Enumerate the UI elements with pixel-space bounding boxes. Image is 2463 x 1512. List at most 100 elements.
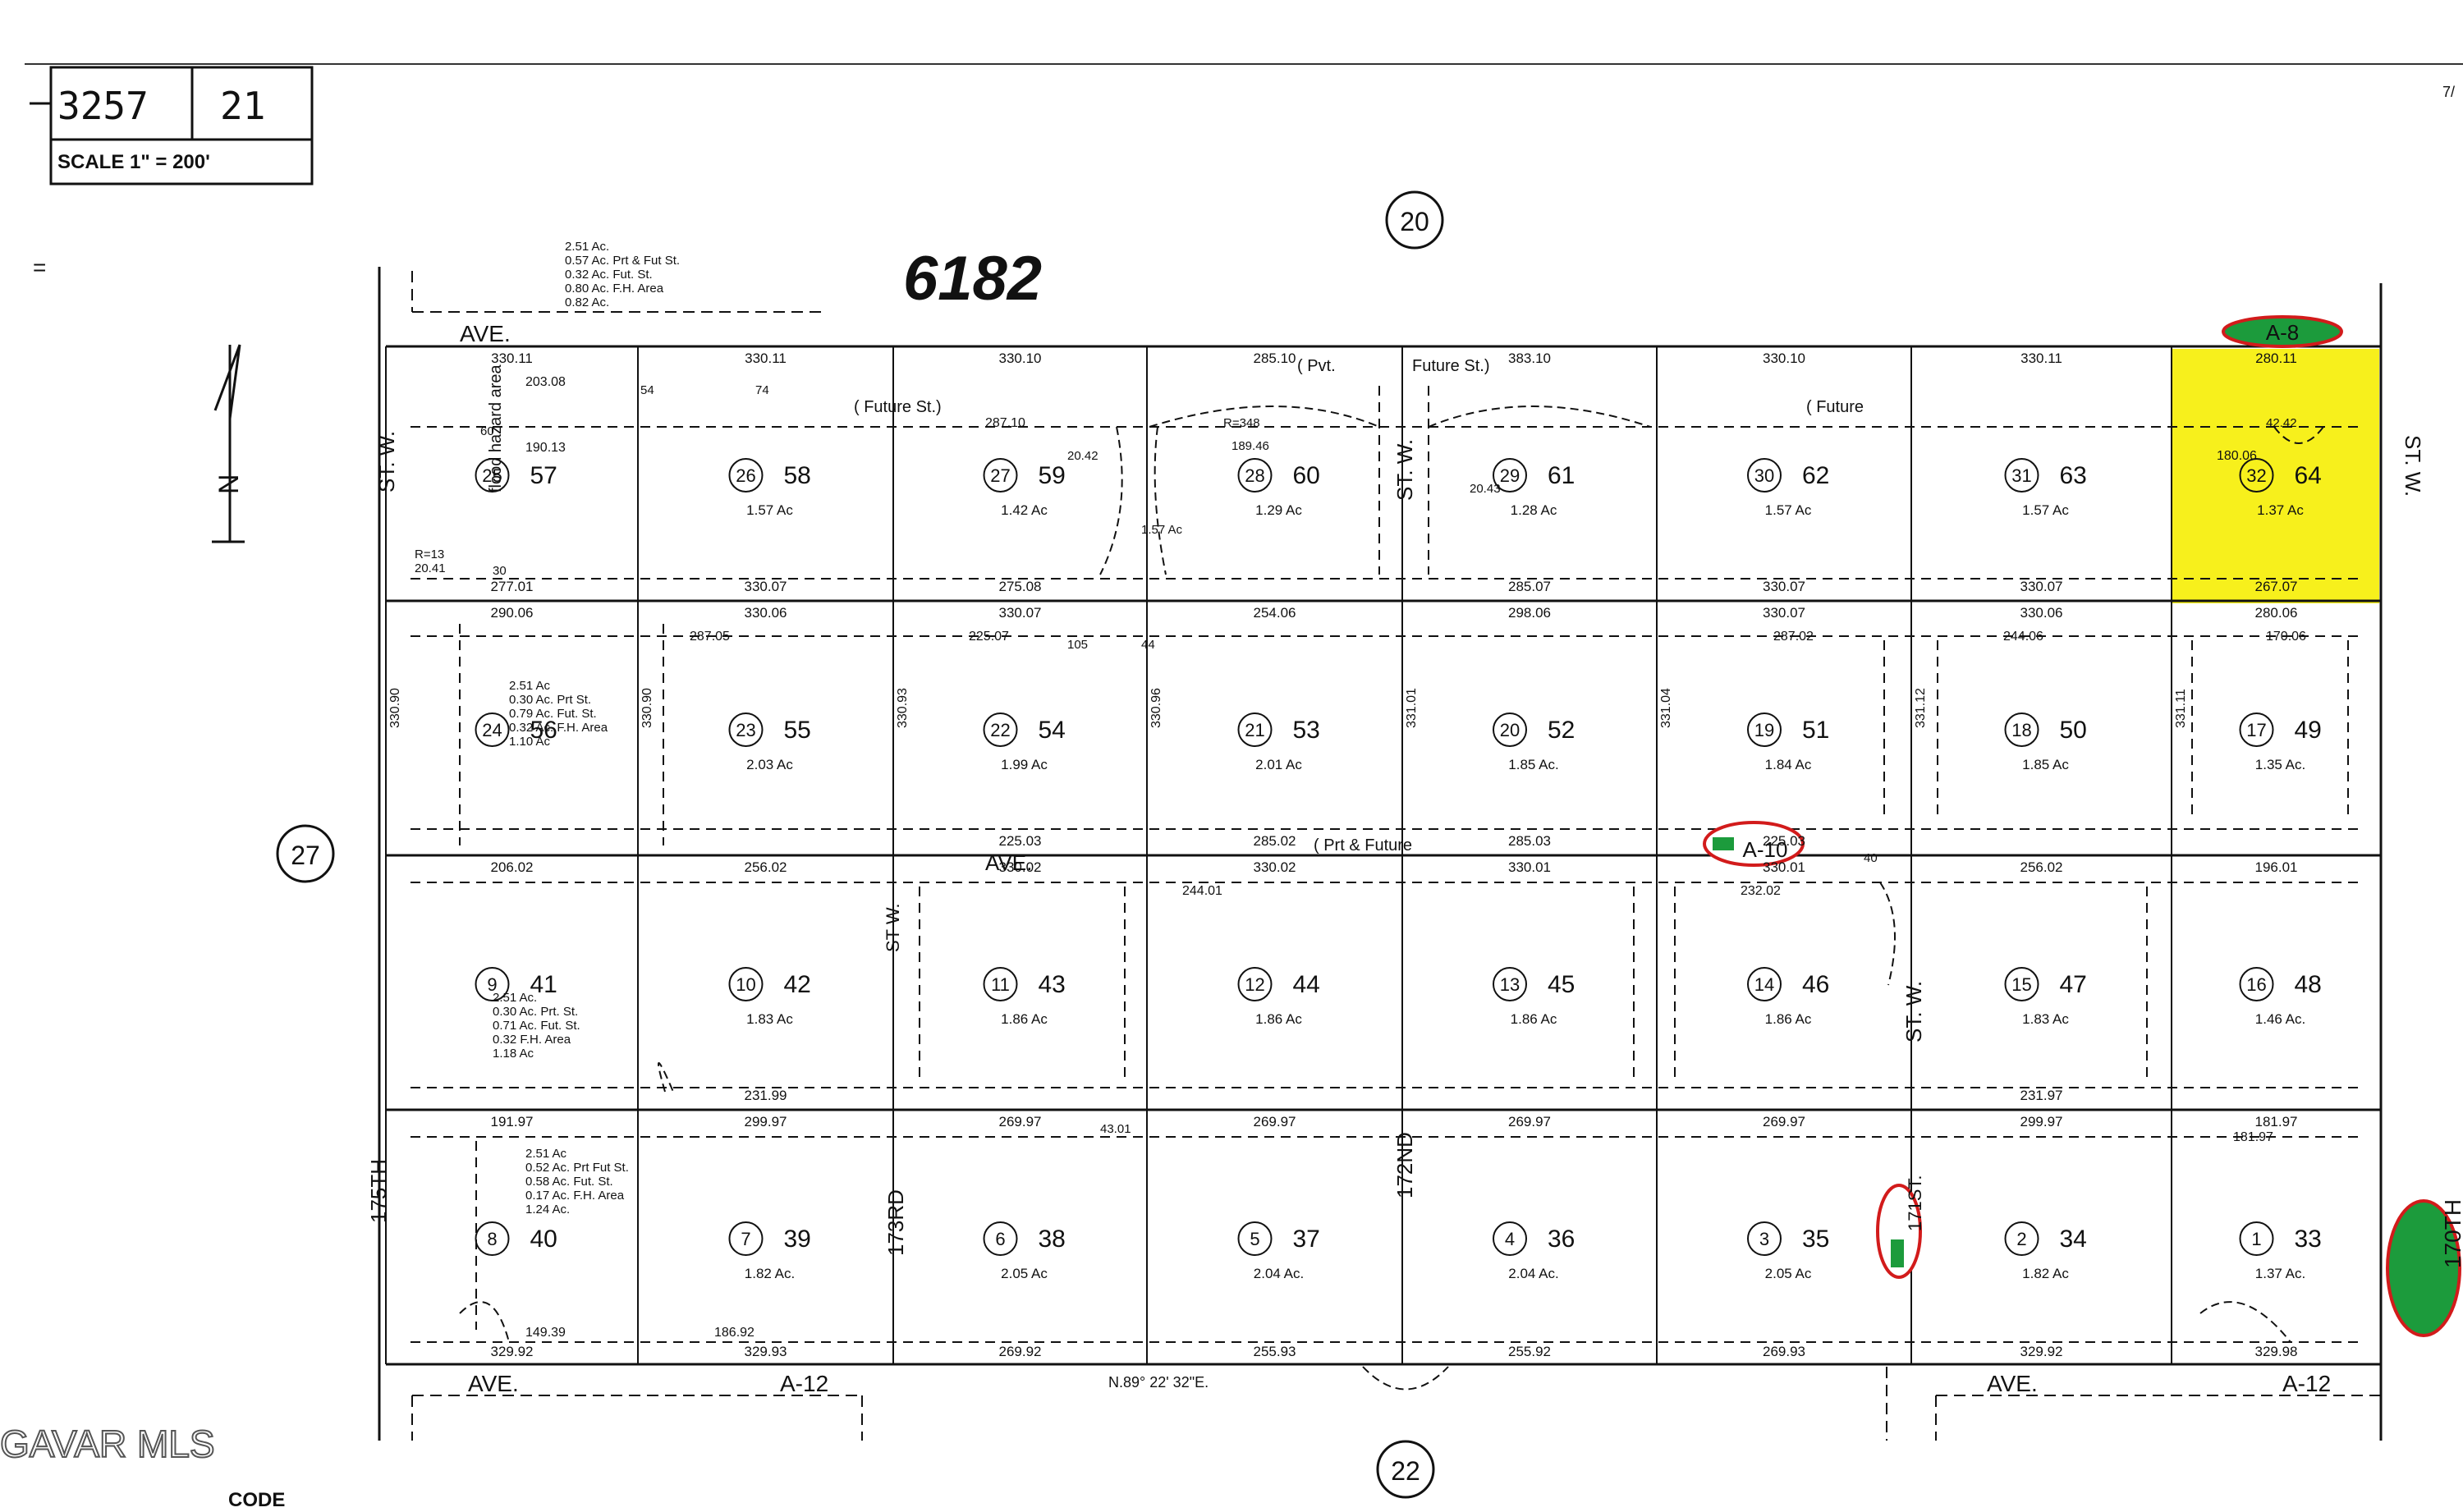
svg-text:0.17 Ac. F.H. Area: 0.17 Ac. F.H. Area <box>525 1189 625 1203</box>
marker-a8[interactable]: A-8 <box>2222 315 2343 348</box>
inner-dimension: 287.10 <box>985 416 1025 430</box>
dimension-label: 330.11 <box>491 351 533 366</box>
dimension-label: 285.02 <box>1254 833 1296 849</box>
dimension-label: 330.11 <box>2020 351 2062 366</box>
lot-41[interactable]: 9 41 <box>475 967 557 1001</box>
svg-text:2.51 Ac: 2.51 Ac <box>509 679 551 693</box>
parcel-circle <box>728 967 764 1001</box>
parcel-number: 17 <box>2246 720 2266 740</box>
parcel-number: 14 <box>1754 974 1774 995</box>
lot-area: 1.84 Ac <box>1765 757 1812 772</box>
misc-annotation: 42.42 <box>2266 416 2297 430</box>
dimension-label: 330.07 <box>1763 579 1805 594</box>
parcel-number: 9 <box>487 974 497 995</box>
dimension-label: 330.07 <box>2020 579 2063 594</box>
misc-annotation: 105 <box>1067 638 1088 652</box>
lot-number: 49 <box>2295 717 2322 744</box>
dimension-label: 280.06 <box>2255 605 2298 621</box>
parcel-circle <box>1493 458 1527 493</box>
svg-text:0.79 Ac. Fut. St.: 0.79 Ac. Fut. St. <box>509 707 597 721</box>
lot-area: 2.04 Ac. <box>1508 1266 1558 1281</box>
corner-mark: 7/ <box>2442 84 2455 100</box>
lot-area: 1.82 Ac <box>2022 1266 2069 1281</box>
inner-dimension: 225.07 <box>969 630 1009 644</box>
section-marker-top: 20 <box>1385 190 1444 250</box>
lot-number: 41 <box>530 971 557 998</box>
inner-dimension: 244.06 <box>2003 630 2043 644</box>
dimension-label: 330.02 <box>1254 859 1296 875</box>
misc-annotation: R=13 <box>415 548 444 561</box>
scale-label: SCALE 1" = 200' <box>57 151 210 173</box>
parcel-circle <box>1747 967 1782 1001</box>
dimension-label: 275.08 <box>999 579 1042 594</box>
inner-dimension: 190.13 <box>525 441 566 455</box>
lot-number: 33 <box>2295 1226 2322 1253</box>
lot-number: 44 <box>1293 971 1320 998</box>
lot-area: 2.03 Ac <box>746 757 793 772</box>
marker-170th[interactable]: 170TH <box>2386 1199 2463 1337</box>
parcel-number: 16 <box>2246 974 2266 995</box>
dimension-label: 269.97 <box>1254 1114 1296 1129</box>
misc-annotation: 189.46 <box>1232 439 1269 453</box>
lot-area: 1.57 Ac <box>2022 502 2069 518</box>
lot-area: 1.99 Ac <box>1001 757 1048 772</box>
marker-171st[interactable]: 171ST. <box>1876 1175 1925 1279</box>
svg-text:0.80 Ac. F.H. Area: 0.80 Ac. F.H. Area <box>565 282 664 296</box>
parcel-circle <box>2004 458 2039 493</box>
dimension-label: 196.01 <box>2255 859 2298 875</box>
svg-text:0.58 Ac. Fut. St.: 0.58 Ac. Fut. St. <box>525 1175 613 1189</box>
marker-a10[interactable]: A-10 <box>1703 821 1805 867</box>
lot-number: 53 <box>1293 717 1320 744</box>
svg-text:170TH: 170TH <box>2440 1199 2463 1268</box>
north-arrow-icon: N <box>212 344 245 543</box>
lot-area: 1.83 Ac <box>746 1011 793 1027</box>
flood-note-top: 2.51 Ac. 0.57 Ac. Prt & Fut St. 0.32 Ac.… <box>565 240 680 309</box>
street-a12-right: A-12 <box>2282 1371 2331 1396</box>
lot-number: 52 <box>1548 717 1575 744</box>
vertical-dimension: 331.11 <box>2174 689 2188 728</box>
parcel-circle <box>1747 1221 1782 1256</box>
page-number: 3257 <box>57 84 149 128</box>
pvt-label: ( Pvt. <box>1297 357 1336 375</box>
svg-text:A-10: A-10 <box>1743 837 1788 862</box>
highlighted-lot-64[interactable] <box>2172 349 2379 603</box>
dimension-label: 298.06 <box>1508 605 1551 621</box>
parcel-number: 11 <box>991 974 1010 995</box>
dimension-label: 256.02 <box>745 859 787 875</box>
misc-annotation: 74 <box>755 383 769 397</box>
svg-text:0.32 F.H. Area: 0.32 F.H. Area <box>493 1033 571 1047</box>
dimension-label: 254.06 <box>1254 605 1296 621</box>
